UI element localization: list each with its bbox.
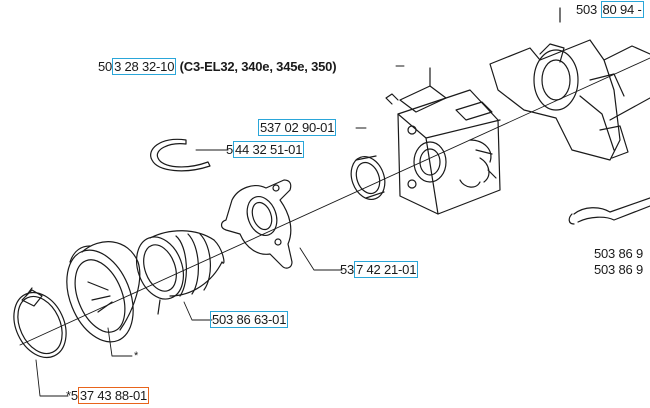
throttle-link: [568, 197, 650, 225]
intake-boot: [136, 230, 225, 315]
part-number-link[interactable]: 44 32 51-01: [233, 141, 305, 158]
carburetor: [385, 67, 501, 215]
clamp-ring: [13, 287, 67, 359]
cylinder-housing: [489, 7, 650, 161]
leader-boot: [183, 301, 213, 321]
part-number-link[interactable]: 503 86 63-01: [210, 311, 289, 328]
flange: [220, 179, 293, 269]
model-note: (C3-EL32, 340e, 345e, 350): [176, 59, 337, 74]
leader-clamp: [35, 359, 69, 397]
part-number-link[interactable]: 3 28 32-10: [112, 58, 177, 75]
leader-adapter: [107, 327, 133, 357]
label-intake-boot[interactable]: 503 86 63-01: [210, 311, 289, 328]
part-number-link[interactable]: 80 94 -: [600, 1, 644, 18]
part-number-link[interactable]: 7 42 21-01: [354, 261, 419, 278]
leader-flange: [299, 247, 343, 271]
label-gasket[interactable]: 537 02 90-01: [258, 119, 337, 136]
adapter-star-mark: *: [134, 350, 139, 362]
circlip: [150, 138, 211, 172]
label-right-a[interactable]: 503 86 9: [594, 246, 644, 261]
label-right-b[interactable]: 503 86 9: [594, 262, 644, 277]
gasket-ring: [350, 155, 386, 200]
label-top-right[interactable]: 503 80 94 -: [576, 1, 644, 18]
filter-adapter: [66, 241, 141, 343]
assembly-axis: [19, 57, 650, 346]
part-number-link[interactable]: 537 02 90-01: [258, 119, 337, 136]
part-number-link-highlighted[interactable]: 37 43 88-01: [77, 387, 150, 404]
